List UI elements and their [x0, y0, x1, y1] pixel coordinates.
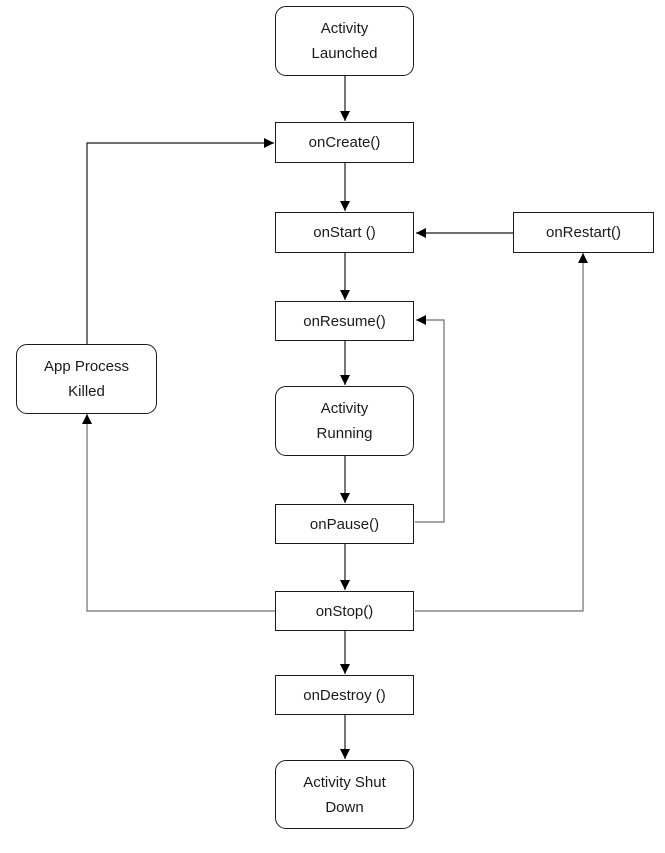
- arrow-stop-to-process-killed: [82, 414, 275, 612]
- node-on-destroy: onDestroy (): [275, 675, 414, 715]
- node-label-line: Launched: [311, 45, 378, 62]
- node-label: onPause(): [309, 515, 380, 533]
- node-on-resume: onResume(): [275, 301, 414, 341]
- node-label: onRestart(): [545, 224, 622, 241]
- node-on-start: onStart (): [275, 212, 414, 253]
- node-on-create: onCreate(): [275, 122, 414, 163]
- node-label-line: Down: [325, 798, 364, 816]
- node-activity-launched: Activity Launched: [275, 6, 414, 76]
- node-label-line: Running: [316, 425, 373, 442]
- node-on-stop: onStop(): [275, 591, 414, 631]
- node-activity-running: Activity Running: [275, 386, 414, 456]
- node-label: onResume(): [303, 312, 386, 330]
- arrow-stop-to-restart: [415, 253, 588, 612]
- node-label: onStop(): [315, 602, 374, 620]
- node-label: onDestroy (): [303, 686, 386, 704]
- node-label-line: App Process: [43, 358, 130, 375]
- node-label-line: Activity Shut: [303, 773, 386, 791]
- node-label-line: Activity: [320, 400, 369, 417]
- node-app-process-killed: App Process Killed: [16, 344, 157, 414]
- node-label-line: Activity: [320, 20, 369, 37]
- node-on-pause: onPause(): [275, 504, 414, 544]
- node-label: onStart (): [313, 224, 376, 241]
- node-label-line: Killed: [68, 383, 105, 400]
- arrow-pause-back-to-resume: [415, 315, 445, 523]
- node-on-restart: onRestart(): [513, 212, 654, 253]
- node-activity-shut-down: Activity Shut Down: [275, 760, 414, 829]
- node-label: onCreate(): [308, 134, 381, 151]
- arrow-process-killed-to-create: [86, 138, 274, 345]
